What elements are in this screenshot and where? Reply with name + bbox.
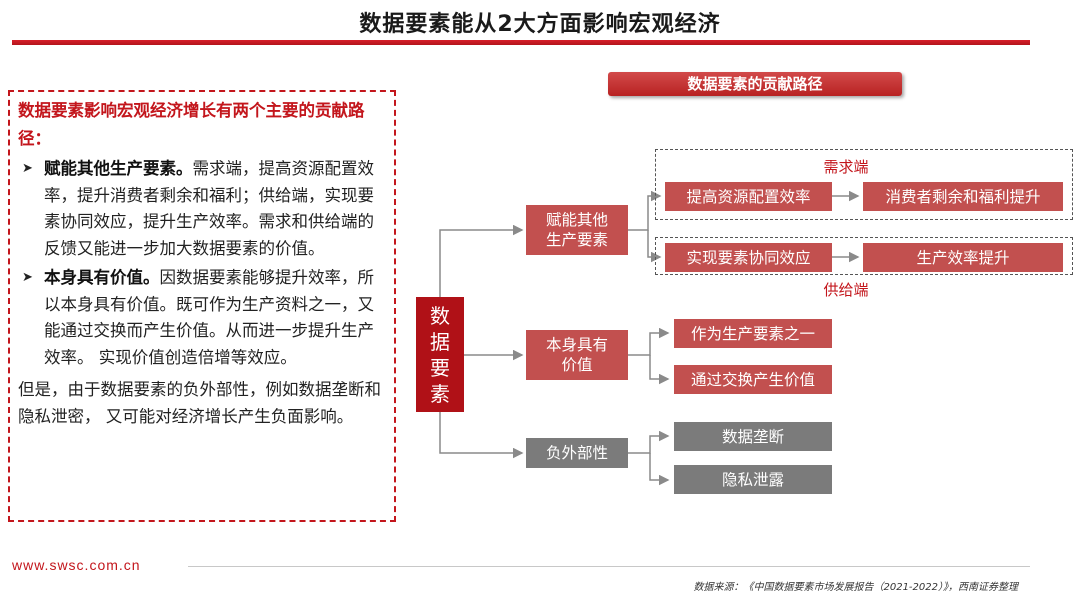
negative-item-privacy: 隐私泄露 bbox=[674, 465, 832, 494]
bullet-value-text: 因数据要素能够提升效率，所以本身具有价值。既可作为生产资料之一，又能通过交换而产… bbox=[44, 268, 374, 367]
explanation-panel: 数据要素影响宏观经济增长有两个主要的贡献路径： ➤ 赋能其他生产要素。需求端，提… bbox=[8, 90, 396, 522]
demand-step-1: 提高资源配置效率 bbox=[665, 182, 832, 211]
demand-group bbox=[655, 149, 1073, 220]
supply-side-label: 供给端 bbox=[823, 281, 869, 299]
bullet-empower-title: 赋能其他生产要素。 bbox=[44, 159, 193, 178]
panel-heading: 数据要素影响宏观经济增长有两个主要的贡献路径： bbox=[18, 101, 365, 148]
diagram-banner: 数据要素的贡献路径 bbox=[608, 72, 902, 96]
bullet-arrow-icon: ➤ bbox=[22, 270, 33, 285]
root-node: 数据要素 bbox=[416, 297, 464, 412]
closing-paragraph: 但是，由于数据要素的负外部性，例如数据垄断和隐私泄密， 又可能对经济增长产生负面… bbox=[18, 380, 381, 426]
supply-step-1: 实现要素协同效应 bbox=[665, 243, 832, 272]
supply-group bbox=[655, 237, 1073, 275]
bullet-value: ➤ 本身具有价值。因数据要素能够提升效率，所以本身具有价值。既可作为生产资料之一… bbox=[18, 265, 386, 371]
footer-divider bbox=[188, 566, 1030, 567]
branch-empower: 赋能其他生产要素 bbox=[526, 205, 628, 255]
footer-url: www.swsc.com.cn bbox=[12, 557, 141, 573]
demand-side-label: 需求端 bbox=[823, 158, 869, 176]
negative-item-monopoly: 数据垄断 bbox=[674, 422, 832, 451]
bullet-empower-text: 需求端，提高资源配置效率，提升消费者剩余和福利；供给端，实现要素协同效应，提升生… bbox=[44, 159, 374, 258]
demand-step-2: 消费者剩余和福利提升 bbox=[863, 182, 1063, 211]
page-title: 数据要素能从2大方面影响宏观经济 bbox=[359, 12, 721, 37]
bullet-arrow-icon: ➤ bbox=[22, 161, 33, 176]
value-item-exchange: 通过交换产生价值 bbox=[674, 365, 832, 394]
value-item-factor: 作为生产要素之一 bbox=[674, 319, 832, 348]
branch-negative: 负外部性 bbox=[526, 438, 628, 468]
title-divider bbox=[12, 40, 1030, 45]
branch-value: 本身具有价值 bbox=[526, 330, 628, 380]
bullet-empower: ➤ 赋能其他生产要素。需求端，提高资源配置效率，提升消费者剩余和福利；供给端，实… bbox=[18, 156, 386, 262]
supply-step-2: 生产效率提升 bbox=[863, 243, 1063, 272]
bullet-value-title: 本身具有价值。 bbox=[44, 268, 160, 287]
data-source: 数据来源：《中国数据要素市场发展报告（2021-2022）》，西南证券整理 bbox=[693, 582, 1018, 593]
